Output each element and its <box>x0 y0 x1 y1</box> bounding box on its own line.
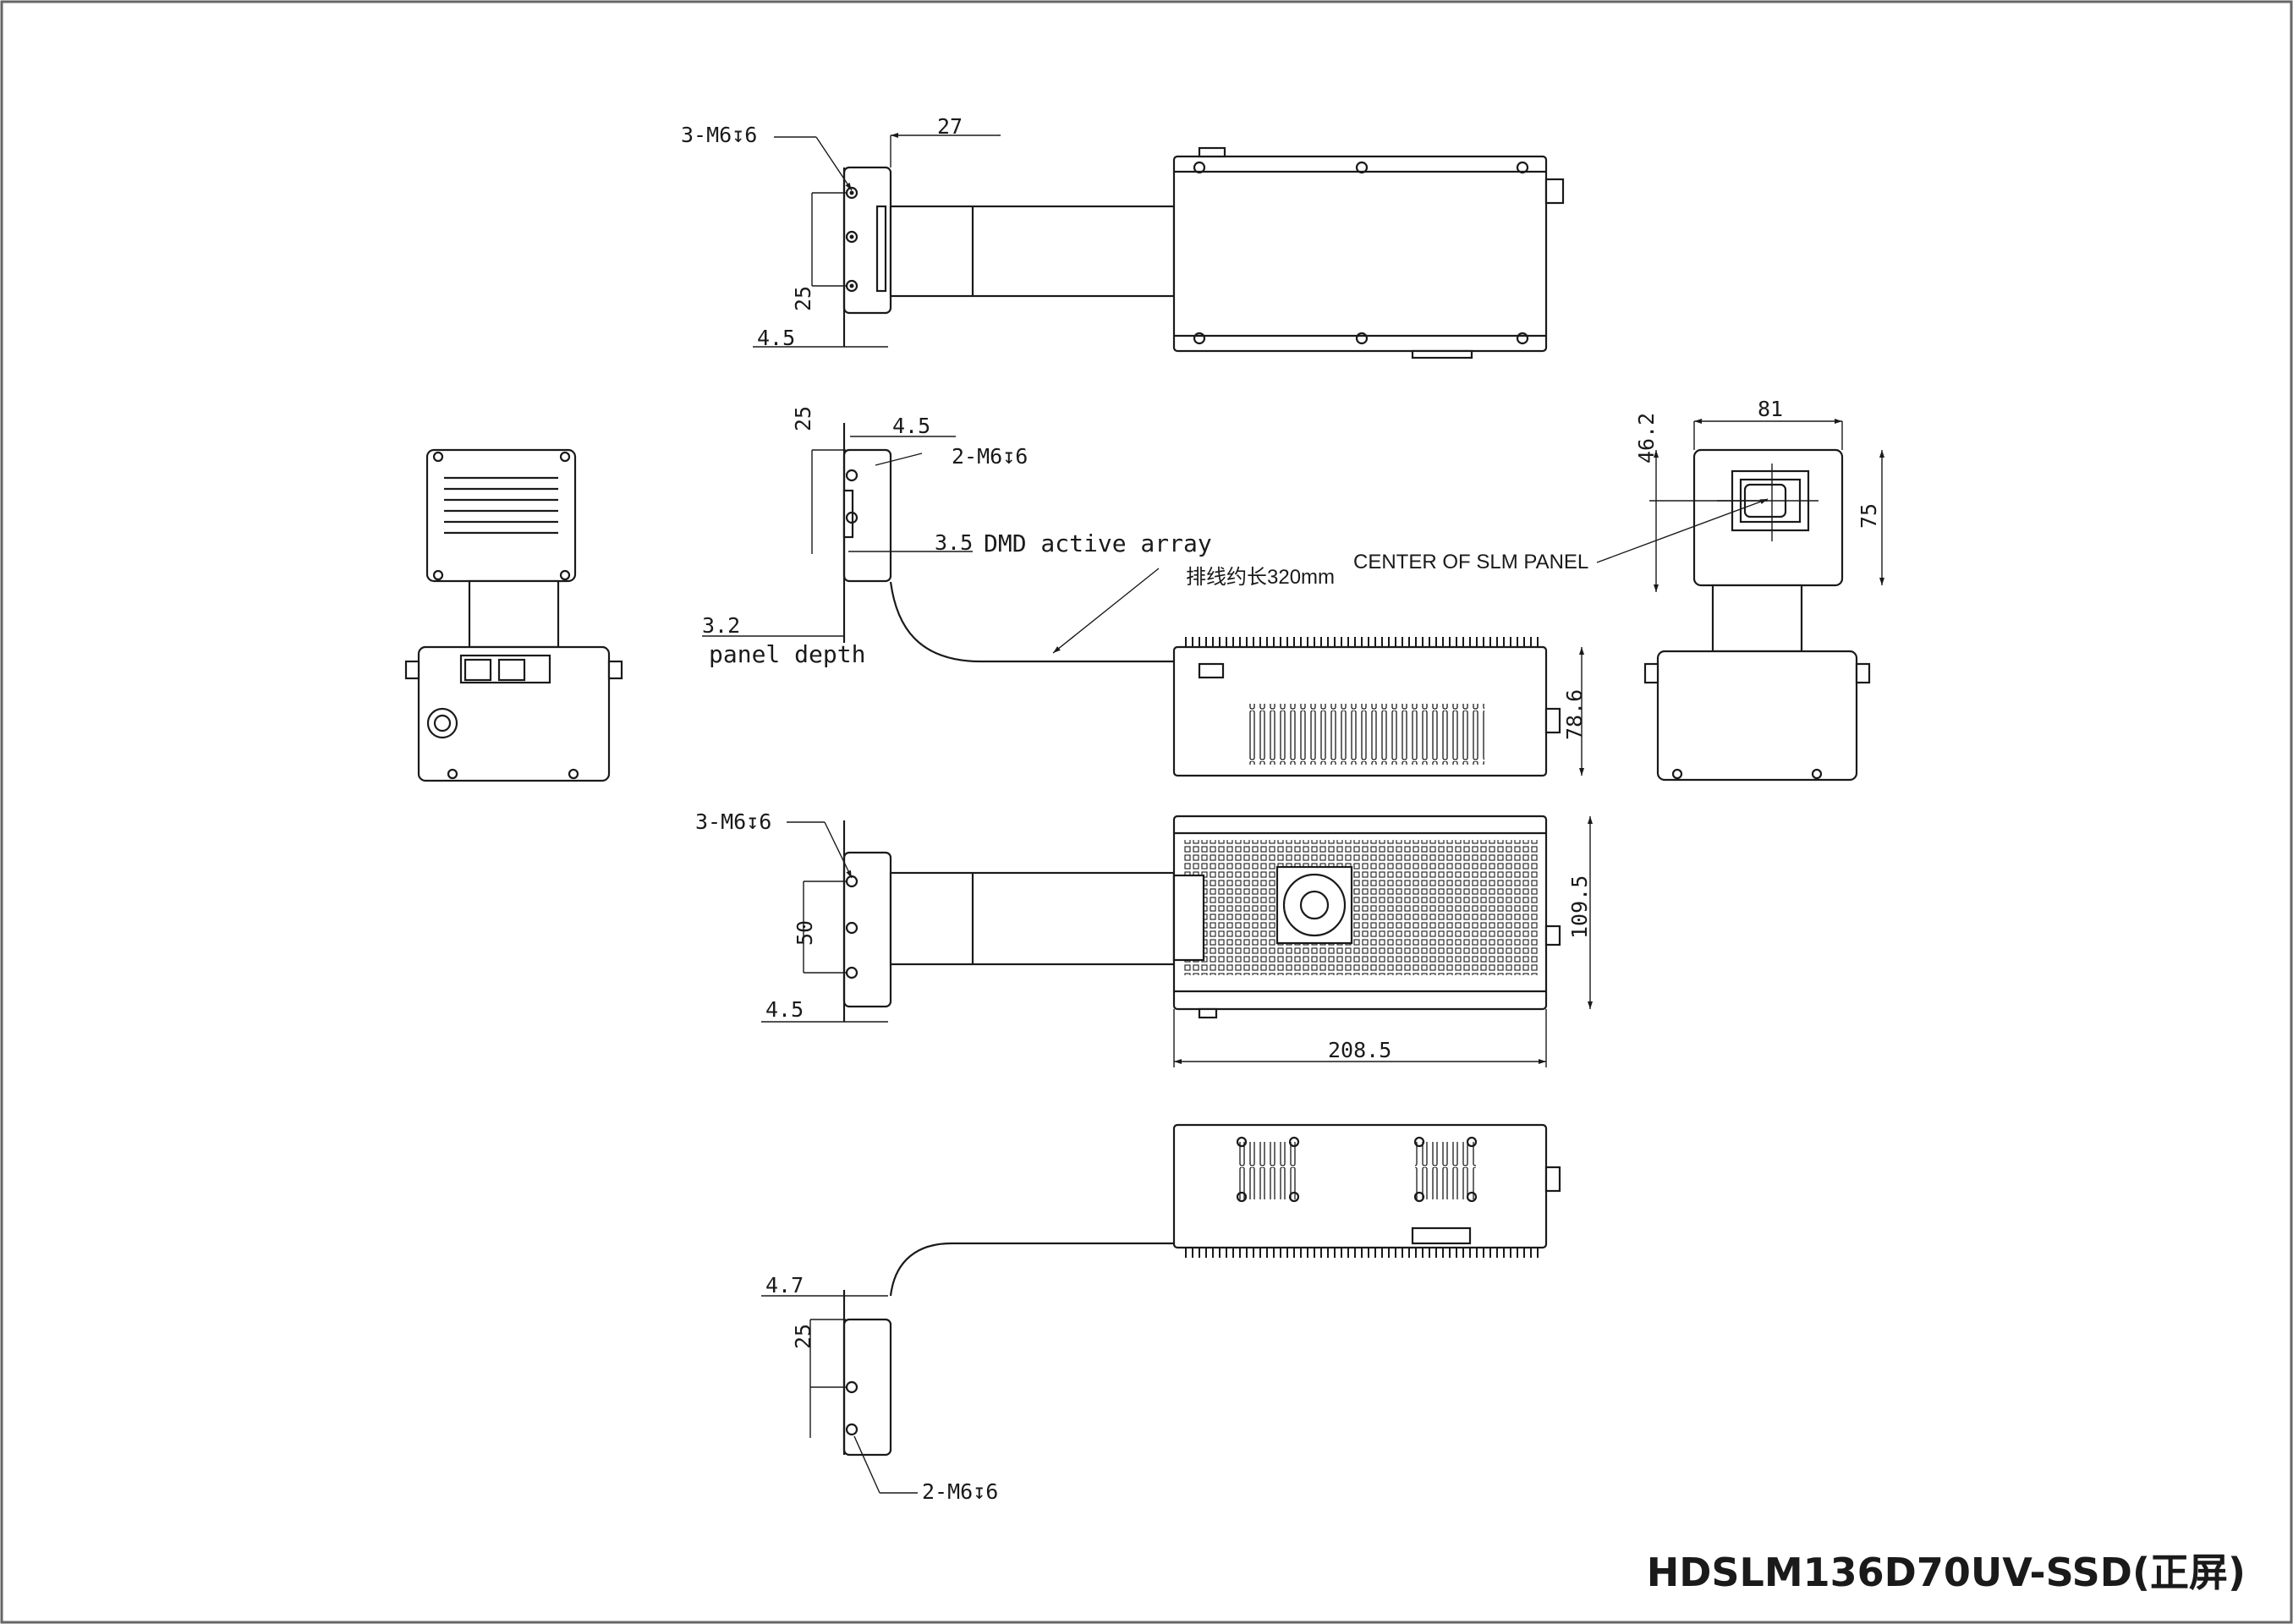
dim-rear-spacing: 25 <box>791 1324 815 1349</box>
label-panel-depth: panel depth <box>709 640 865 668</box>
dim-box-height: 78.6 <box>1562 689 1587 740</box>
dim-top-spacing: 25 <box>791 286 815 311</box>
dim-panel-depth-value: 3.2 <box>702 613 740 638</box>
thread-label-top: 3-M6↧6 <box>681 123 757 147</box>
thread-label-rear: 2-M6↧6 <box>922 1479 998 1504</box>
dim-active-array-offset: 3.5 <box>935 530 973 555</box>
screw-icon <box>1193 161 1529 345</box>
side-view: 25 4.5 2-M6↧6 3.5 DMD active array 3.2 p… <box>702 406 1561 777</box>
left-end-view <box>404 448 623 782</box>
dim-side-spacing: 25 <box>791 406 815 431</box>
dim-top-width: 27 <box>937 114 963 139</box>
dim-box-width: 109.5 <box>1567 875 1592 939</box>
label-dmd-active-array: DMD active array <box>984 529 1212 557</box>
right-end-view: 81 46.2 75 CENTER OF SLM PANEL <box>1353 397 1884 782</box>
screw-icon <box>845 186 859 293</box>
thread-label-bottom: 3-M6↧6 <box>695 809 771 834</box>
bottom-view: 50 4.5 3-M6↧6 109.5 208.5 78.6 <box>695 647 1593 1067</box>
dim-bottom-thickness: 4.5 <box>765 997 804 1022</box>
dim-head-height: 75 <box>1857 503 1881 529</box>
top-view: 27 25 4.5 3-M6↧6 <box>681 114 1565 359</box>
drawing-title: HDSLM136D70UV-SSD(正屏) <box>1647 1550 2246 1595</box>
rear-view: 4.7 25 2-M6↧6 <box>761 1123 1561 1504</box>
dim-bottom-spacing: 50 <box>793 920 817 946</box>
label-cable-length: 排线约长320mm <box>1186 566 1335 589</box>
label-center-of-slm-panel: CENTER OF SLM PANEL <box>1353 551 1588 573</box>
dim-box-length: 208.5 <box>1328 1038 1391 1062</box>
dim-rear-offset: 4.7 <box>765 1273 804 1298</box>
dim-top-thickness: 4.5 <box>757 326 795 350</box>
dim-center-height: 46.2 <box>1634 413 1659 464</box>
thread-label-side: 2-M6↧6 <box>952 444 1028 469</box>
dim-head-width: 81 <box>1758 397 1783 421</box>
dim-side-offset: 4.5 <box>892 414 930 438</box>
